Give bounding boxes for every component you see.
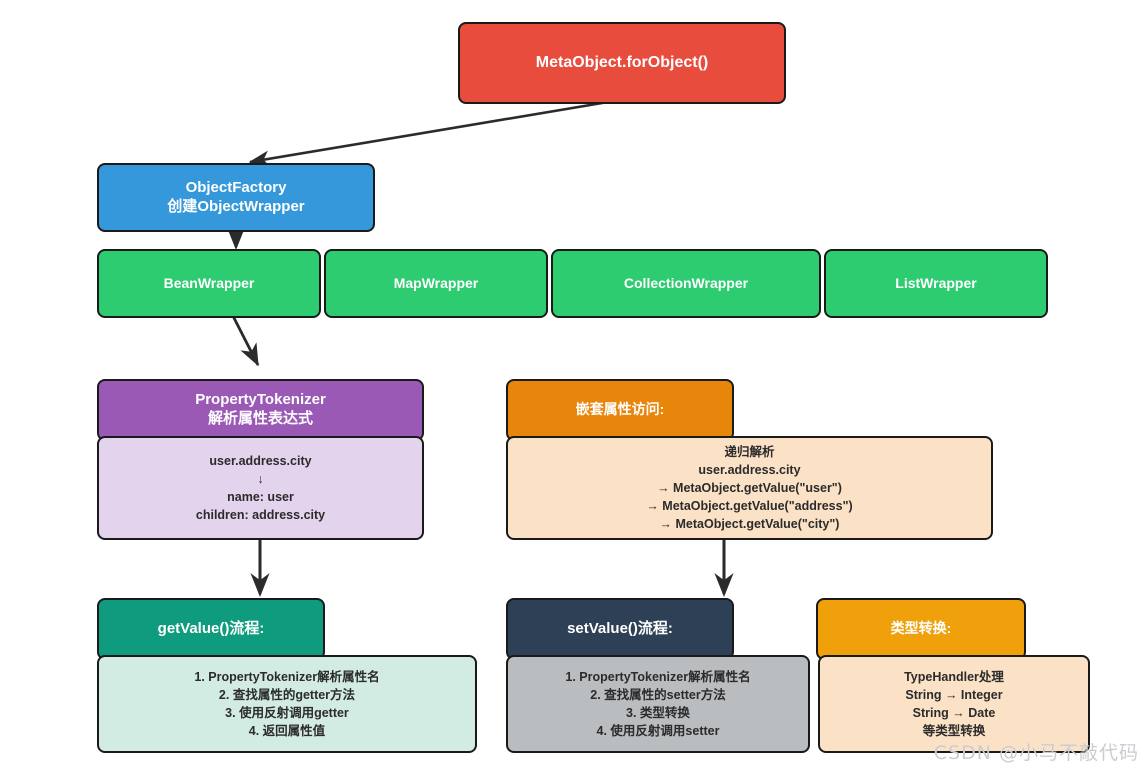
group-setvalue-header[interactable]: setValue()流程: [506, 598, 734, 660]
node-listwrapper-label: ListWrapper [895, 274, 977, 291]
group-nested-access-body: 递归解析 user.address.city → MetaObject.getV… [506, 436, 993, 540]
group-setvalue-header-label: setValue()流程: [567, 619, 673, 637]
group-type-conversion-header[interactable]: 类型转换: [816, 598, 1026, 660]
node-mapwrapper[interactable]: MapWrapper [324, 249, 548, 318]
group-type-conversion-header-label: 类型转换: [890, 620, 952, 637]
node-metaobject-forobject-label: MetaObject.forObject() [535, 54, 709, 71]
node-objectfactory[interactable]: ObjectFactory 创建ObjectWrapper [97, 163, 375, 232]
group-nested-access-body-text: 递归解析 user.address.city → MetaObject.getV… [646, 444, 853, 532]
group-property-tokenizer-body: user.address.city ↓ name: user children:… [97, 436, 424, 540]
group-getvalue-header[interactable]: getValue()流程: [97, 598, 325, 660]
group-type-conversion-body: TypeHandler处理 String → Integer String → … [818, 655, 1090, 753]
node-listwrapper[interactable]: ListWrapper [824, 249, 1048, 318]
group-getvalue-body: 1. PropertyTokenizer解析属性名 2. 查找属性的getter… [97, 655, 477, 753]
group-setvalue-body: 1. PropertyTokenizer解析属性名 2. 查找属性的setter… [506, 655, 810, 753]
node-beanwrapper-label: BeanWrapper [163, 274, 255, 291]
node-objectfactory-label: ObjectFactory 创建ObjectWrapper [167, 178, 305, 215]
group-setvalue-body-text: 1. PropertyTokenizer解析属性名 2. 查找属性的setter… [565, 669, 751, 739]
edge-beanwrapper-to-tokenizer [230, 313, 260, 367]
group-nested-access-header-label: 嵌套属性访问: [575, 401, 665, 418]
group-property-tokenizer-body-text: user.address.city ↓ name: user children:… [195, 453, 326, 523]
node-metaobject-forobject[interactable]: MetaObject.forObject() [458, 22, 786, 104]
group-getvalue-body-text: 1. PropertyTokenizer解析属性名 2. 查找属性的getter… [194, 669, 380, 739]
group-property-tokenizer-header-label: PropertyTokenizer 解析属性表达式 [195, 391, 326, 427]
node-beanwrapper[interactable]: BeanWrapper [97, 249, 321, 318]
group-nested-access-header[interactable]: 嵌套属性访问: [506, 379, 734, 441]
node-collectionwrapper[interactable]: CollectionWrapper [551, 249, 821, 318]
group-getvalue-header-label: getValue()流程: [157, 619, 265, 637]
node-collectionwrapper-label: CollectionWrapper [623, 274, 749, 291]
group-property-tokenizer-header[interactable]: PropertyTokenizer 解析属性表达式 [97, 379, 424, 441]
node-mapwrapper-label: MapWrapper [393, 274, 479, 291]
watermark: CSDN @小马不敲代码 [933, 742, 1139, 764]
group-type-conversion-body-text: TypeHandler处理 String → Integer String → … [904, 669, 1004, 739]
edge-forobject-to-objectfactory [248, 98, 621, 167]
